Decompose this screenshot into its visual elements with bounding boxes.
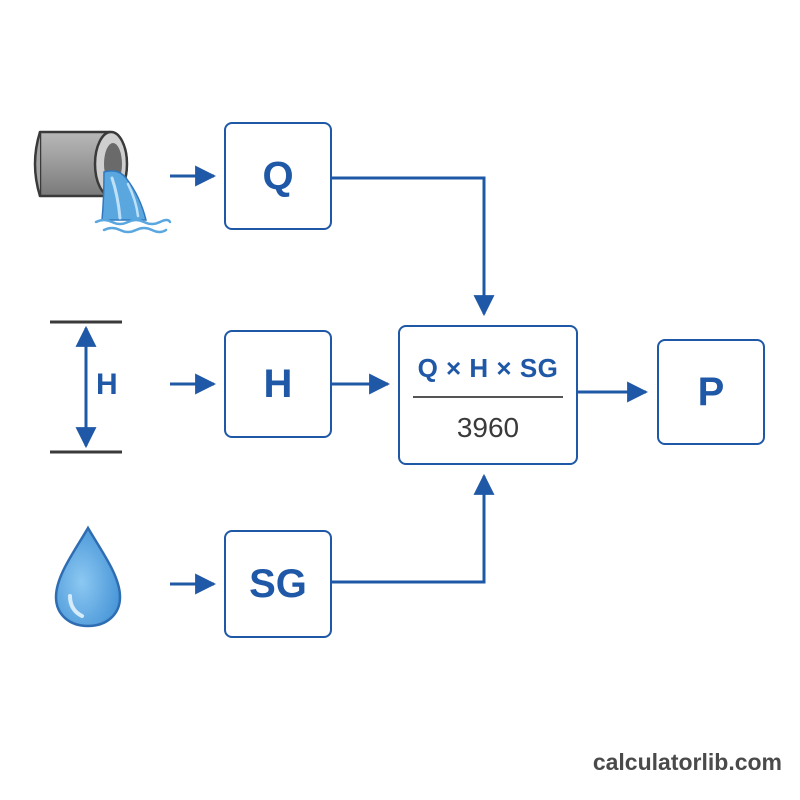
height-dimension-icon [50, 320, 122, 454]
pipe-water-icon [33, 130, 172, 234]
power-output-box: P [657, 339, 765, 445]
power-output-label: P [697, 369, 725, 414]
formula-box: Q × H × SG 3960 [398, 325, 578, 465]
specific-gravity-label: SG [249, 561, 307, 606]
site-watermark: calculatorlib.com [592, 749, 782, 775]
fraction-bar [413, 396, 563, 398]
water-drop-icon [54, 525, 122, 628]
flow-rate-box: Q [224, 122, 332, 230]
head-marker-label: H [96, 368, 118, 401]
formula-denominator: 3960 [456, 412, 520, 443]
flow-rate-label: Q [262, 153, 294, 198]
head-label: H [263, 361, 293, 406]
specific-gravity-box: SG [224, 530, 332, 638]
formula-numerator: Q × H × SG [417, 353, 559, 383]
head-box: H [224, 330, 332, 438]
connector-q-to-formula [332, 176, 495, 317]
connector-sg-to-formula [332, 473, 495, 584]
